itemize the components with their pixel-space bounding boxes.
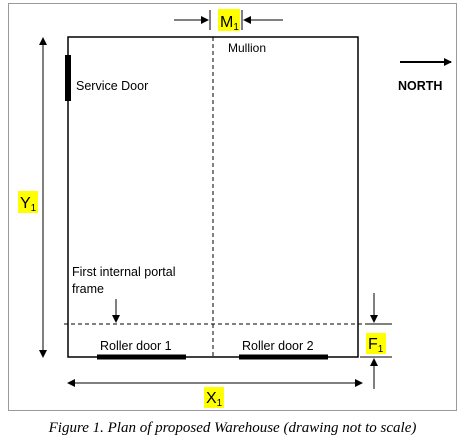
mullion-label: Mullion bbox=[228, 41, 266, 55]
f-dimension-label: F1 bbox=[368, 336, 384, 355]
y-dimension-label: Y1 bbox=[20, 195, 37, 214]
north-label: NORTH bbox=[398, 79, 442, 93]
m-label-highlight bbox=[218, 9, 240, 31]
x-label-highlight bbox=[204, 387, 224, 408]
roller-door-2-label: Roller door 2 bbox=[242, 339, 314, 353]
figure-caption: Figure 1. Plan of proposed Warehouse (dr… bbox=[48, 420, 417, 436]
warehouse-plan-diagram: M1 Y1 X1 F1 NORTH Mullion Service Door F… bbox=[18, 9, 452, 409]
f-label-highlight bbox=[366, 333, 386, 354]
x-dimension-label: X1 bbox=[206, 390, 223, 409]
portal-frame-label-line1: First internal portal bbox=[72, 265, 176, 279]
figure-border bbox=[8, 3, 457, 411]
y-label-highlight bbox=[18, 191, 38, 213]
m-dimension-label: M1 bbox=[220, 14, 239, 33]
roller-door-1-label: Roller door 1 bbox=[100, 339, 172, 353]
service-door-label: Service Door bbox=[76, 79, 148, 93]
portal-frame-label-line2: frame bbox=[72, 282, 104, 296]
